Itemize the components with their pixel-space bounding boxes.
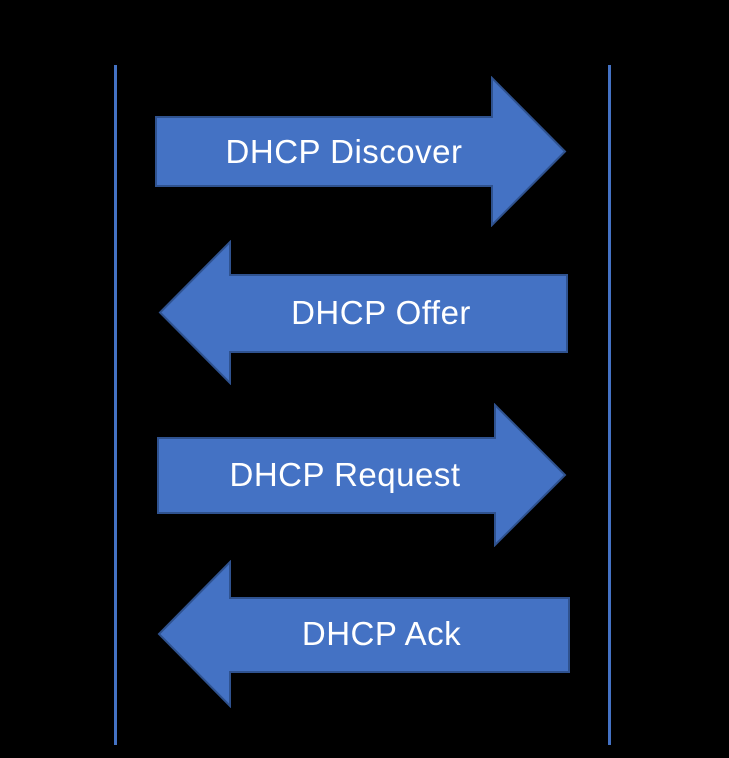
lifeline-right [608, 65, 611, 745]
right-arrow-icon [157, 403, 567, 547]
message-arrow-dhcp-request: DHCP Request [157, 403, 567, 547]
left-arrow-icon [157, 560, 570, 708]
right-arrow-icon [155, 76, 567, 227]
message-arrow-dhcp-discover: DHCP Discover [155, 76, 567, 227]
lifeline-left [114, 65, 117, 745]
left-arrow-icon [158, 240, 568, 385]
message-arrow-dhcp-offer: DHCP Offer [158, 240, 568, 385]
message-arrow-dhcp-ack: DHCP Ack [157, 560, 570, 708]
